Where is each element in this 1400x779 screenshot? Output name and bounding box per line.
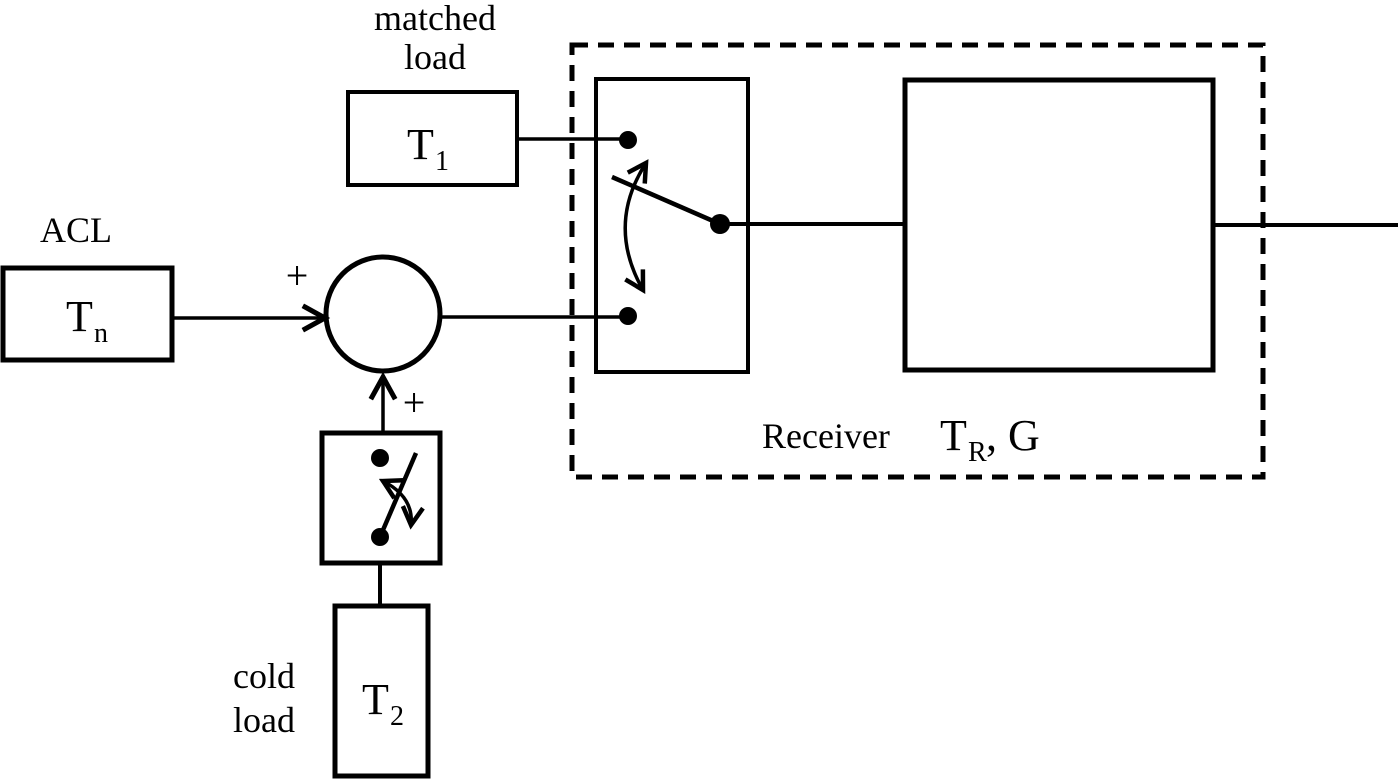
t1-subscript: 1 (435, 146, 449, 177)
tr-symbol: T (940, 411, 967, 460)
summer-plus-sign-bottom: + (403, 380, 426, 425)
acl-label: ACL (40, 210, 112, 250)
receiver-label: Receiver (762, 416, 890, 456)
cold-load-label-line1: cold (233, 656, 295, 696)
summer-plus-sign-top: + (286, 253, 309, 298)
cold-load-label-line2: load (233, 700, 295, 740)
tr-subscript: R (968, 437, 987, 468)
tr-suffix: , G (986, 411, 1040, 460)
amplifier-box (902, 77, 1216, 373)
receiver-switch-motion-arrow (623, 159, 649, 294)
matched-load-label-line1: matched (374, 0, 496, 38)
receiver-switch-top-contact (619, 131, 637, 149)
cold-switch-top-contact (371, 449, 389, 467)
summing-junction (323, 254, 443, 374)
t2-box (332, 603, 431, 779)
tn-symbol: T (66, 292, 93, 341)
receiver-switch-bottom-contact (619, 307, 637, 325)
tn-box (0, 265, 175, 363)
t2-subscript: 2 (390, 701, 404, 732)
t1-symbol: T (407, 120, 434, 169)
receiver-dashed-boundary (569, 42, 1266, 480)
t2-symbol: T (362, 675, 389, 724)
tn-subscript: n (94, 318, 108, 349)
cold-switch-motion-arrow (378, 478, 425, 530)
matched-load-label-line2: load (404, 37, 466, 77)
